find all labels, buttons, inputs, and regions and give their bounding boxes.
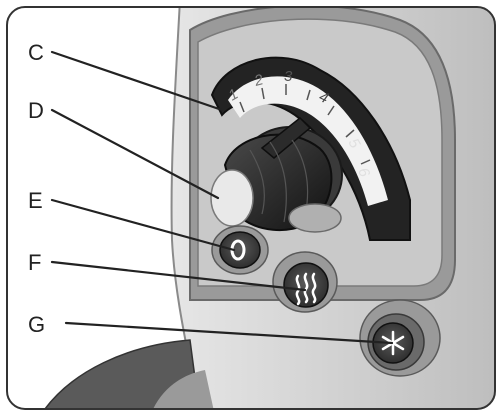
callout-d: D xyxy=(28,98,44,123)
callout-f: F xyxy=(28,250,41,275)
callout-c: C xyxy=(28,40,44,65)
callout-g: G xyxy=(28,312,45,337)
heat-button[interactable] xyxy=(273,252,337,312)
callout-e: E xyxy=(28,188,43,213)
power-indicator-light xyxy=(212,226,268,274)
cool-button[interactable] xyxy=(360,300,440,376)
scale-number-3: 3 xyxy=(284,68,293,85)
